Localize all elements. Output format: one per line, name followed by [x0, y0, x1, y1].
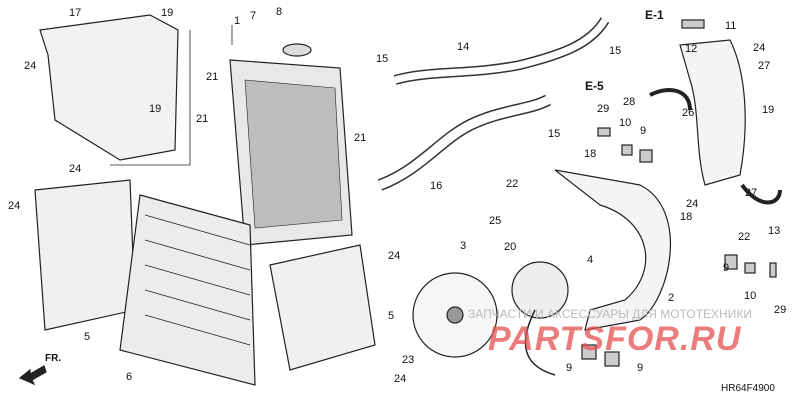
louver-6 [119, 194, 256, 386]
callout: 4 [587, 254, 594, 266]
callout: 21 [354, 132, 367, 144]
fan-motor-4 [511, 261, 569, 319]
callout: 24 [24, 60, 37, 72]
callout: 3 [460, 240, 467, 252]
callout: 24 [686, 198, 699, 210]
callout: 10 [619, 117, 632, 129]
callout: 29 [597, 103, 610, 115]
callout: 24 [388, 250, 401, 262]
callout: 27 [745, 187, 758, 199]
callout: 24 [69, 163, 82, 175]
callout: 5 [388, 310, 395, 322]
callout: 1 [234, 15, 241, 27]
callout: 28 [623, 96, 636, 108]
callout: 23 [402, 354, 415, 366]
callout: 12 [685, 43, 698, 55]
callout: 22 [506, 178, 519, 190]
fan-bracket-2 [554, 169, 672, 331]
callout: 6 [126, 371, 133, 383]
callout: 27 [758, 60, 771, 72]
reference-e5: E-5 [585, 79, 604, 93]
callout: 11 [725, 20, 737, 32]
shroud-left-5 [34, 179, 136, 331]
callout: 10 [744, 290, 757, 302]
diagram-code: HR64F4900 [721, 383, 775, 394]
callout: 29 [774, 304, 787, 316]
callout: 16 [430, 180, 443, 192]
callout: 5 [84, 331, 91, 343]
callout: 9 [566, 362, 573, 374]
callout: 19 [149, 103, 162, 115]
callout: 24 [8, 200, 21, 212]
callout: 19 [161, 7, 174, 19]
callout: 18 [584, 148, 597, 160]
callout: 17 [69, 7, 82, 19]
shroud-right-5 [269, 244, 376, 371]
callout: 25 [489, 215, 502, 227]
front-arrow-icon [18, 365, 47, 386]
front-marker-label: FR. [45, 353, 62, 364]
watermark-subtitle: ЗАПЧАСТИ И АКСЕССУАРЫ ДЛЯ МОТОТЕХНИКИ [468, 307, 752, 321]
callout: 8 [276, 6, 283, 18]
callout: 15 [548, 128, 561, 140]
callout: 21 [206, 71, 219, 83]
overflow-tube-28 [649, 88, 692, 111]
reference-e1: E-1 [645, 8, 664, 22]
tube-13 [740, 183, 782, 205]
callout: 20 [504, 241, 517, 253]
bracket-part [39, 14, 179, 161]
callout: 9 [637, 362, 644, 374]
callout: 19 [762, 104, 775, 116]
callout: 9 [640, 125, 647, 137]
callout: 13 [768, 225, 781, 237]
callout: 14 [457, 41, 470, 53]
callout: 18 [680, 211, 693, 223]
callout: 15 [376, 53, 389, 65]
reservoir-tank-12 [679, 39, 746, 186]
callout: 24 [753, 42, 766, 54]
callout: 2 [668, 292, 675, 304]
callout: 15 [609, 45, 622, 57]
callout: 26 [682, 107, 695, 119]
callout: 22 [738, 231, 751, 243]
callout: 9 [723, 262, 730, 274]
callout: 21 [196, 113, 209, 125]
radiator-cap-part [282, 43, 312, 57]
watermark-brand: PARTSFOR.RU [488, 320, 742, 358]
callout: 24 [394, 373, 407, 385]
callout: 7 [250, 10, 257, 22]
